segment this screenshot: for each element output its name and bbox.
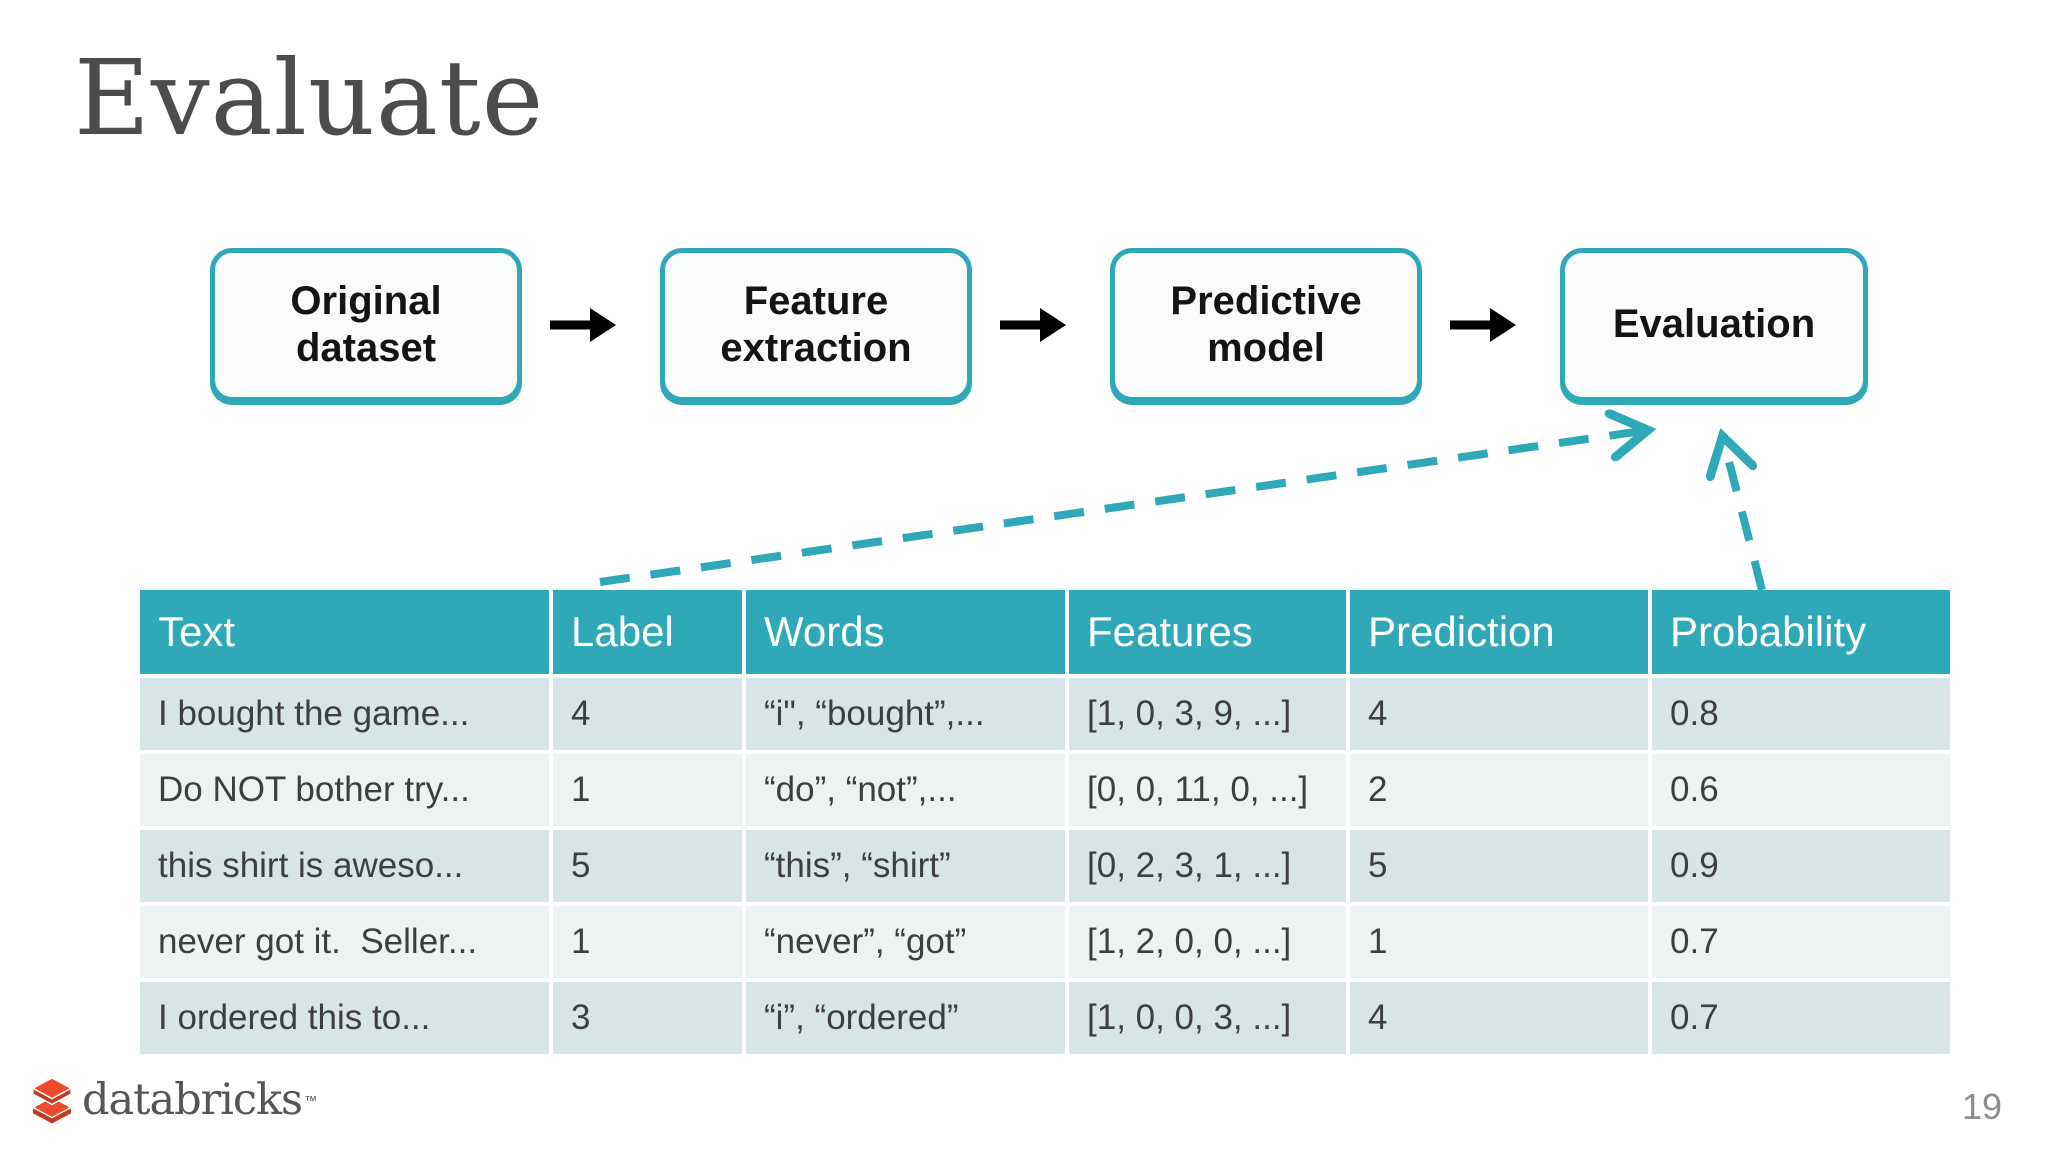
table-cell: 0.7: [1652, 982, 1950, 1054]
table-cell: 2: [1350, 754, 1648, 826]
table-cell: never got it. Seller...: [140, 906, 549, 978]
table-cell: [0, 2, 3, 1, ...]: [1069, 830, 1346, 902]
dashed-arrow-table-to-evaluation: [599, 431, 1642, 586]
flow-box-evaluation: Evaluation: [1560, 248, 1868, 402]
table-cell: 0.7: [1652, 906, 1950, 978]
table-cell: Do NOT bother try...: [140, 754, 549, 826]
dashed-arrow-probability-to-evaluation: [1724, 442, 1766, 591]
table-cell: “do”, “not”,...: [746, 754, 1065, 826]
table-cell: 1: [553, 906, 742, 978]
header-cell-prediction: Prediction: [1350, 590, 1648, 674]
page-title: Evaluate: [74, 37, 545, 159]
databricks-wordmark: databricks: [82, 1074, 303, 1125]
table-cell: [0, 0, 11, 0, ...]: [1069, 754, 1346, 826]
table-cell: “this”, “shirt”: [746, 830, 1065, 902]
table-cell: “never”, “got”: [746, 906, 1065, 978]
table-cell: 1: [553, 754, 742, 826]
table-cell: [1, 0, 0, 3, ...]: [1069, 982, 1346, 1054]
table-cell: 1: [1350, 906, 1648, 978]
table-cell: [1, 2, 0, 0, ...]: [1069, 906, 1346, 978]
table-cell: I ordered this to...: [140, 982, 549, 1054]
right-arrow-icon: [550, 308, 616, 342]
table-cell: 4: [553, 678, 742, 750]
table-cell: 0.8: [1652, 678, 1950, 750]
flow-box-label: Feature extraction: [720, 278, 912, 370]
table-cell: 5: [553, 830, 742, 902]
table-row: never got it. Seller... 1 “never”, “got”…: [140, 906, 1950, 978]
header-cell-text: Text: [140, 590, 549, 674]
table-cell: this shirt is aweso...: [140, 830, 549, 902]
flow-box-label: Predictive model: [1170, 278, 1362, 370]
results-table: Text Label Words Features Prediction Pro…: [136, 586, 1954, 1058]
databricks-bricks-icon: [31, 1077, 73, 1124]
table-cell: 3: [553, 982, 742, 1054]
flow-box-label: Evaluation: [1612, 302, 1816, 347]
header-cell-features: Features: [1069, 590, 1346, 674]
table-row: I ordered this to... 3 “i”, “ordered” [1…: [140, 982, 1950, 1054]
flow-box-feature-extraction: Feature extraction: [660, 248, 972, 402]
right-arrow-icon: [1450, 308, 1516, 342]
page-number: 19: [1962, 1086, 2003, 1127]
table-cell: [1, 0, 3, 9, ...]: [1069, 678, 1346, 750]
table-row: Do NOT bother try... 1 “do”, “not”,... […: [140, 754, 1950, 826]
right-arrow-icon: [1000, 308, 1066, 342]
trademark-symbol: ™: [304, 1092, 318, 1108]
table-cell: 0.9: [1652, 830, 1950, 902]
table-row: this shirt is aweso... 5 “this”, “shirt”…: [140, 830, 1950, 902]
header-cell-label: Label: [553, 590, 742, 674]
table-cell: “i”, “ordered”: [746, 982, 1065, 1054]
table-cell: I bought the game...: [140, 678, 549, 750]
table-cell: 0.6: [1652, 754, 1950, 826]
table-cell: 5: [1350, 830, 1648, 902]
table-header-row: Text Label Words Features Prediction Pro…: [140, 590, 1950, 674]
flow-box-predictive-model: Predictive model: [1110, 248, 1422, 402]
header-cell-probability: Probability: [1652, 590, 1950, 674]
table-cell: 4: [1350, 678, 1648, 750]
table-cell: 4: [1350, 982, 1648, 1054]
flow-box-label: Original dataset: [290, 278, 442, 370]
header-cell-words: Words: [746, 590, 1065, 674]
table-cell: “i", “bought”,...: [746, 678, 1065, 750]
flow-box-original-dataset: Original dataset: [210, 248, 522, 402]
table-row: I bought the game... 4 “i", “bought”,...…: [140, 678, 1950, 750]
